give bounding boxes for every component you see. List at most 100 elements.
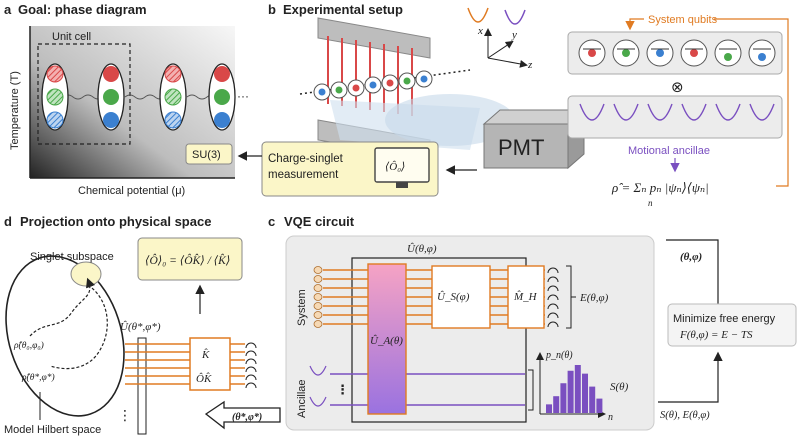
chart-bars xyxy=(546,365,603,413)
chart-bar xyxy=(589,386,596,413)
ancilla-potential-icons xyxy=(309,365,327,407)
k-gate-label: K̂ xyxy=(201,348,210,361)
site-1 xyxy=(41,63,69,131)
purple-potential-icon xyxy=(504,9,526,25)
panel-d-title: Projection onto physical space xyxy=(20,214,211,229)
d-wires xyxy=(125,343,245,385)
sum-index: n xyxy=(648,198,653,208)
x-axis-label: Chemical potential (μ) xyxy=(78,185,185,197)
atom-red-hatched xyxy=(164,65,182,83)
k-gate-box xyxy=(189,337,231,391)
chart-bar xyxy=(546,404,552,413)
us-gate xyxy=(431,265,491,329)
ancilla-row-box xyxy=(567,95,783,139)
chart-bar xyxy=(574,365,581,413)
rhostar-label: ρ̂(θ*,φ*) xyxy=(21,372,55,383)
site-2 xyxy=(97,63,125,131)
site-4 xyxy=(208,63,236,131)
measurement-label-line2: measurement xyxy=(268,169,339,181)
us-gate-label: Û_S(φ) xyxy=(437,291,470,303)
chart-bar xyxy=(582,373,588,413)
chart-bar xyxy=(560,383,567,413)
axis-z-arrow xyxy=(487,57,528,68)
model-hilbert-label: Model Hilbert space xyxy=(4,424,101,436)
params-label: (θ,φ) xyxy=(680,251,702,263)
observable-formula-box xyxy=(137,237,243,281)
light-cone xyxy=(385,94,515,146)
measurement-label-line1: Charge-singlet xyxy=(268,153,344,165)
atom-blue xyxy=(103,112,119,128)
atom-blue-hatched xyxy=(164,111,182,129)
atom-red xyxy=(214,66,230,82)
chart-bar xyxy=(567,370,574,413)
c-measurement-icons xyxy=(547,267,559,328)
atom-green-hatched xyxy=(164,88,182,106)
minimize-box xyxy=(667,303,797,347)
optimization-path-return xyxy=(49,284,108,370)
population-chart: p_n(θ) n xyxy=(536,350,613,423)
singlet-subspace-ellipse xyxy=(70,261,102,287)
panel-a-letter: a xyxy=(4,2,12,17)
panel-c-title: VQE circuit xyxy=(284,214,355,229)
y-axis-label: Temperature (T) xyxy=(9,71,21,150)
params-input-label: (θ*,φ*) xyxy=(232,412,262,423)
ancilla-bracket xyxy=(528,369,534,411)
tensor-product-symbol: ⊗ xyxy=(671,79,684,96)
params-input-arrow xyxy=(204,400,281,430)
ancilla-ellipsis: ⋮ xyxy=(336,382,349,397)
entropy-label: S(θ) xyxy=(610,381,629,393)
atom-red xyxy=(103,66,119,82)
system-qubits-bracket xyxy=(714,18,789,187)
panel-c-letter: c xyxy=(268,214,275,229)
system-qubit-icons xyxy=(313,266,323,328)
energy-label: E(θ,φ) xyxy=(579,292,609,304)
rho0-label: ρ̂(θ₀,φ₀) xyxy=(13,340,44,351)
atom-green xyxy=(214,89,230,105)
d-measurement-icons xyxy=(245,342,257,389)
ancillae-label: Ancillae xyxy=(296,379,308,418)
ua-gate-label: Û_A(θ) xyxy=(370,335,403,347)
atom-blue-hatched xyxy=(46,111,64,129)
qubit-row xyxy=(578,39,776,67)
ancilla-wires xyxy=(330,373,525,406)
panel-b-title: Experimental setup xyxy=(283,2,403,17)
site-3 xyxy=(159,63,187,131)
density-matrix-formula: ρ̂ = Σₙ pₙ |ψₙ⟩⟨ψₙ| xyxy=(611,180,709,195)
panel-b: b Experimental setup xyxy=(237,2,789,208)
electrode-upper xyxy=(317,17,431,59)
params-feedback-line xyxy=(666,239,719,304)
chart-y-label: p_n(θ) xyxy=(545,350,573,361)
minimize-line2: F(θ,φ) = E − TS xyxy=(679,329,753,341)
chart-x-label: n xyxy=(608,412,613,423)
d-left-bar xyxy=(137,337,147,435)
optimization-path xyxy=(29,277,96,337)
system-label: System xyxy=(296,289,308,326)
observable-formula: ⟨Ô⟩₀ = ⟨ÔK̂⟩ / ⟨K̂⟩ xyxy=(145,253,230,267)
chain-ellipsis: ··· xyxy=(237,89,249,103)
mh-gate-label: M̂_H xyxy=(513,290,538,303)
unit-cell-box xyxy=(37,43,131,145)
orange-potential-icon xyxy=(467,7,489,23)
chart-bar xyxy=(596,398,603,413)
cost-feedback-arrow xyxy=(658,351,723,403)
axis-z-label: z xyxy=(527,59,533,71)
panel-c: c VQE circuit Û(θ,φ) System Ancillae ⋮ Û… xyxy=(268,214,797,431)
ancilla-row xyxy=(579,103,775,121)
unit-cell-label: Unit cell xyxy=(52,31,91,43)
atom-green-hatched xyxy=(46,88,64,106)
cost-feedback-label: S(θ), E(θ,φ) xyxy=(660,410,710,421)
chart-bar xyxy=(553,396,560,413)
hilbert-space-ellipse xyxy=(5,255,125,417)
system-qubits-arrow xyxy=(625,18,644,31)
axis-y-label: y xyxy=(511,29,517,41)
mh-gate xyxy=(507,265,545,329)
ustar-label: Û(θ*,φ*) xyxy=(120,321,161,333)
monitor-label: ⟨Ô₀⟩ xyxy=(385,161,405,173)
singlet-subspace-label: Singlet subspace xyxy=(30,251,114,263)
panel-b-letter: b xyxy=(268,2,276,17)
atom-red-hatched xyxy=(46,65,64,83)
motional-ancillae-label: Motional ancillae xyxy=(628,145,710,157)
su3-box xyxy=(185,143,233,165)
panel-a: a Goal: phase diagram Temperature (T) Ch… xyxy=(4,2,249,197)
